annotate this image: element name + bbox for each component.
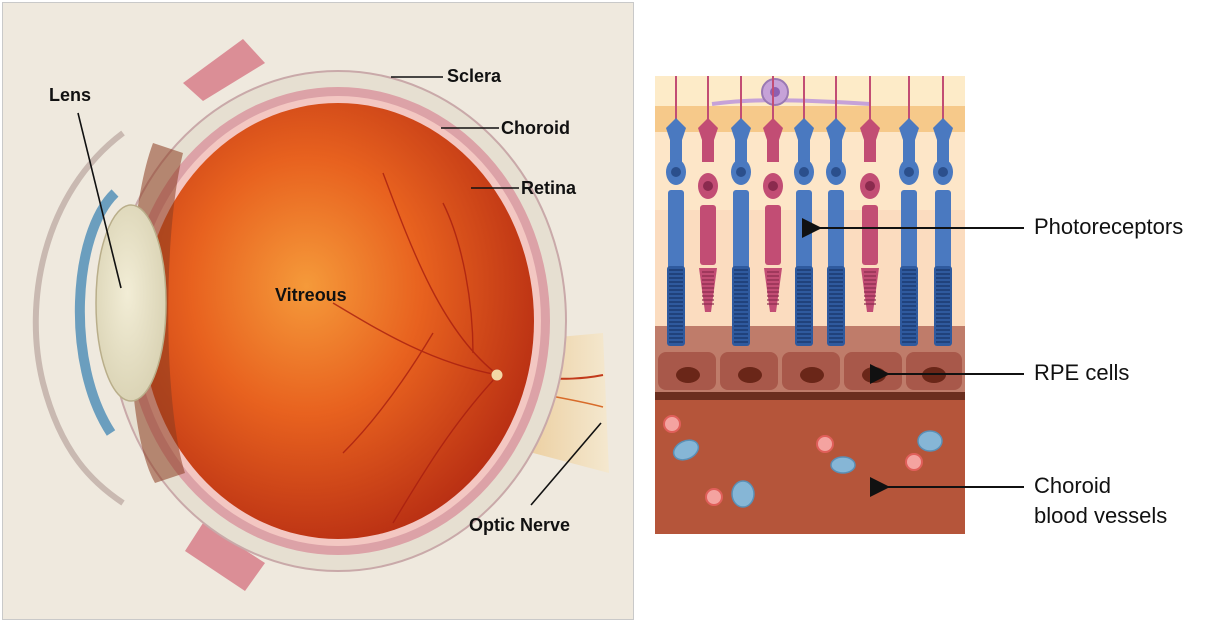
label-choroid-line1: Choroid bbox=[1034, 471, 1111, 501]
synaptic-terminal bbox=[860, 118, 880, 140]
rod-outer-segment bbox=[934, 266, 952, 346]
cell-body bbox=[698, 173, 718, 199]
cell-body bbox=[763, 173, 783, 199]
rod-outer-segment bbox=[732, 266, 750, 346]
cell-body bbox=[794, 159, 814, 185]
cell-body bbox=[933, 159, 953, 185]
cone-outer-segment bbox=[699, 268, 717, 312]
eye-anatomy-panel: Lens Sclera Choroid Retina Vitreous Opti… bbox=[2, 2, 634, 620]
inner-segment bbox=[700, 205, 716, 265]
rod-outer-segment bbox=[900, 266, 918, 346]
nucleus bbox=[671, 167, 681, 177]
rpe-cells-group bbox=[658, 352, 962, 390]
inner-segment bbox=[668, 190, 684, 270]
label-retina: Retina bbox=[521, 178, 576, 199]
inner-fiber bbox=[903, 140, 915, 162]
inner-fiber bbox=[798, 140, 810, 162]
label-choroid: Choroid bbox=[501, 118, 570, 139]
inner-fiber bbox=[937, 140, 949, 162]
nucleus bbox=[768, 181, 778, 191]
label-lens: Lens bbox=[49, 85, 91, 106]
synaptic-terminal bbox=[666, 118, 686, 140]
cell-body bbox=[899, 159, 919, 185]
nucleus bbox=[831, 167, 841, 177]
nucleus bbox=[904, 167, 914, 177]
rod-outer-segment bbox=[795, 266, 813, 346]
rpe-layer bbox=[655, 326, 965, 392]
rod-outer-segment bbox=[667, 266, 685, 346]
nucleus bbox=[865, 181, 875, 191]
synaptic-terminal bbox=[899, 118, 919, 140]
vitreous-body bbox=[142, 103, 534, 539]
label-optic-nerve: Optic Nerve bbox=[469, 515, 570, 536]
cell-body bbox=[731, 159, 751, 185]
choroid-blood-layer bbox=[655, 400, 965, 534]
label-choroid-line2: blood vessels bbox=[1034, 501, 1167, 531]
nucleus bbox=[703, 181, 713, 191]
cone-outer-segment bbox=[764, 268, 782, 312]
cell-body bbox=[826, 159, 846, 185]
inner-segment bbox=[733, 190, 749, 270]
inner-segment bbox=[765, 205, 781, 265]
label-vitreous: Vitreous bbox=[275, 285, 347, 306]
label-sclera: Sclera bbox=[447, 66, 501, 87]
inner-fiber bbox=[830, 140, 842, 162]
label-rpe-cells: RPE cells bbox=[1034, 358, 1129, 388]
blood-cells bbox=[664, 416, 942, 507]
rod-outer-segment bbox=[827, 266, 845, 346]
inner-segment bbox=[862, 205, 878, 265]
cell-body bbox=[666, 159, 686, 185]
inner-fiber bbox=[864, 140, 876, 162]
cell-body bbox=[860, 173, 880, 199]
inner-fiber bbox=[670, 140, 682, 162]
nucleus bbox=[736, 167, 746, 177]
bipolar-cell bbox=[762, 79, 788, 105]
inner-fiber bbox=[702, 140, 714, 162]
synaptic-terminal bbox=[826, 118, 846, 140]
nucleus bbox=[938, 167, 948, 177]
inner-fiber bbox=[735, 140, 747, 162]
synaptic-terminal bbox=[731, 118, 751, 140]
inner-segment bbox=[828, 190, 844, 270]
photoreceptors-group bbox=[666, 76, 953, 346]
synaptic-terminal bbox=[763, 118, 783, 140]
inner-segment bbox=[796, 190, 812, 270]
inner-fiber bbox=[767, 140, 779, 162]
cone-outer-segment bbox=[861, 268, 879, 312]
synaptic-terminal bbox=[794, 118, 814, 140]
synaptic-terminal bbox=[698, 118, 718, 140]
synaptic-terminal bbox=[933, 118, 953, 140]
label-photoreceptors: Photoreceptors bbox=[1034, 212, 1183, 242]
nucleus bbox=[799, 167, 809, 177]
inner-segment bbox=[901, 190, 917, 270]
inner-segment bbox=[935, 190, 951, 270]
lens-shape bbox=[96, 205, 166, 401]
